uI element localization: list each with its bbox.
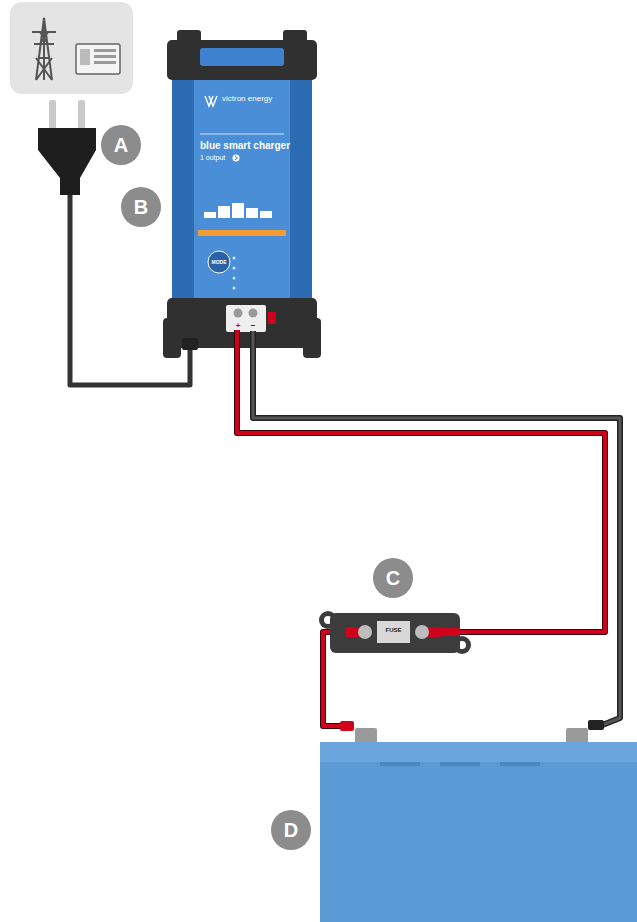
charger-housing [226, 305, 266, 332]
charger-housing [167, 40, 317, 80]
charger-housing [233, 287, 236, 290]
fuse-holder [358, 625, 372, 639]
battery [588, 720, 604, 730]
fuse-holder [415, 625, 429, 639]
positive-wire [340, 721, 354, 731]
charger-housing [260, 211, 272, 218]
fuse-holder [377, 621, 410, 643]
charger-housing [233, 277, 236, 280]
charger-housing [235, 156, 238, 160]
callout-letter: A [101, 125, 141, 165]
battery [320, 742, 637, 762]
battery [320, 720, 637, 922]
negative-wire [253, 331, 620, 726]
product-name: blue smart charger [200, 140, 290, 152]
charger-housing [233, 257, 236, 290]
charger-housing [233, 267, 236, 270]
charger-housing [198, 230, 286, 236]
mains-plug [49, 100, 56, 130]
wire-core [237, 330, 605, 632]
power-source-icon [76, 44, 120, 74]
fuse-holder [440, 628, 460, 636]
fuse-holder [330, 613, 460, 653]
fuse-label: FUSE [377, 627, 410, 634]
positive-wire [237, 330, 605, 632]
battery [500, 762, 540, 766]
power-source-icon [10, 2, 133, 94]
mains-plug [78, 100, 85, 130]
battery [380, 762, 420, 766]
charger-housing [249, 309, 258, 318]
callout-letter: B [121, 187, 161, 227]
charger-housing [163, 30, 321, 358]
power-source-icon [32, 18, 56, 80]
callout-letter: C [373, 558, 413, 598]
power-source-icon [32, 18, 56, 80]
charger-housing [204, 212, 216, 218]
callout-circles [373, 558, 413, 598]
battery [440, 762, 480, 766]
charger-housing [208, 251, 230, 273]
terminal-sign: + [233, 321, 243, 330]
negative-wire [253, 331, 620, 726]
power-source-icon [80, 49, 90, 65]
power-source-icon [10, 2, 133, 94]
mains-plug [38, 128, 96, 195]
charger-housing [233, 155, 240, 162]
charger-housing [268, 312, 276, 324]
fuse-block: FUSE [330, 612, 460, 652]
charger-housing [172, 60, 312, 310]
charger-housing [232, 203, 244, 218]
charger-housing [233, 257, 236, 260]
charger-housing [200, 48, 284, 66]
callout-letter: D [271, 810, 311, 850]
callout-circles [121, 187, 161, 227]
battery [380, 762, 540, 766]
callout-circles [101, 125, 413, 850]
charger-housing [205, 96, 217, 106]
output-count: 1 output [200, 154, 225, 162]
brand-name: victron energy [222, 94, 272, 103]
battery [320, 742, 637, 922]
power-source-icon [94, 49, 116, 52]
charger-housing [194, 60, 290, 310]
callout-circles [101, 125, 141, 165]
terminal-sign: − [248, 321, 258, 330]
fuse-holder [319, 611, 471, 654]
power-source-icon [94, 61, 116, 64]
charger-housing [182, 338, 198, 350]
charger-body: victron energy blue smart charger 1 output [167, 30, 317, 330]
charger-housing [204, 203, 272, 218]
charger-housing [246, 208, 258, 218]
power-source-icon [94, 55, 116, 58]
callout-circles [271, 810, 311, 850]
wire-casing [237, 330, 605, 632]
negative-wire [253, 331, 620, 726]
button-label: MODE [208, 258, 230, 266]
charger-housing [200, 134, 284, 135]
charger-housing [234, 309, 243, 318]
charger-housing [218, 206, 230, 218]
